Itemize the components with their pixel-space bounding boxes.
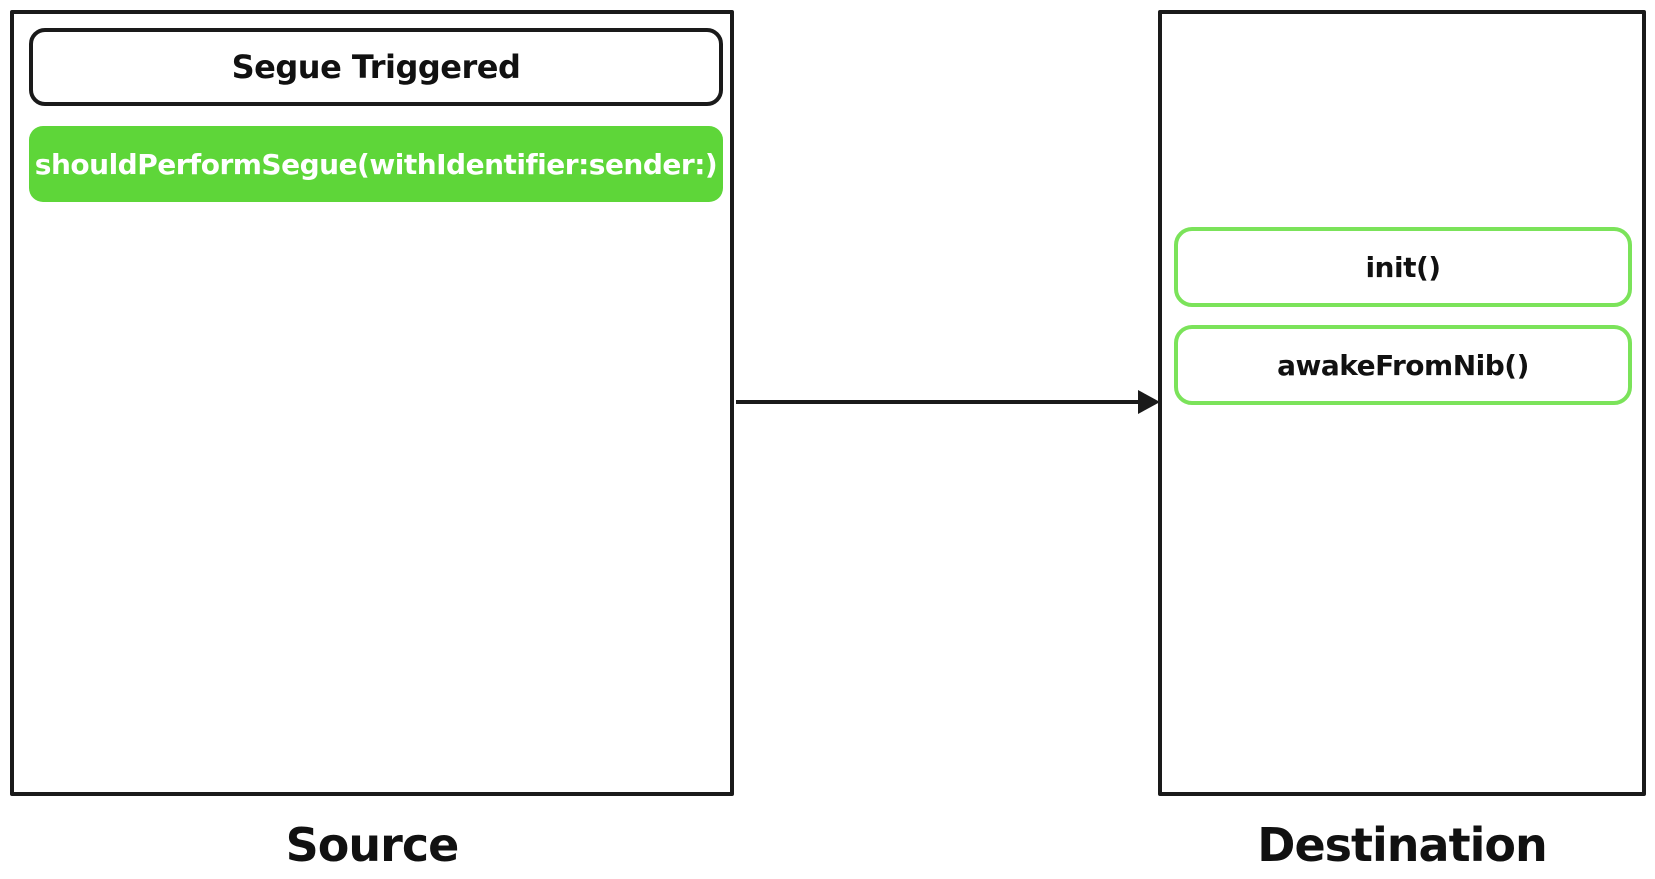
should-perform-segue-label: shouldPerformSegue(withIdentifier:sender… [34, 147, 718, 181]
segue-triggered-label: Segue Triggered [231, 48, 521, 86]
destination-panel: init() awakeFromNib() [1158, 10, 1646, 796]
should-perform-segue-box: shouldPerformSegue(withIdentifier:sender… [29, 126, 723, 202]
init-box: init() [1174, 227, 1632, 307]
destination-caption: Destination [1257, 818, 1547, 872]
awake-from-nib-label: awakeFromNib() [1277, 348, 1529, 382]
awake-from-nib-box: awakeFromNib() [1174, 325, 1632, 405]
segue-triggered-box: Segue Triggered [29, 28, 723, 106]
source-caption: Source [285, 818, 460, 872]
source-panel: Segue Triggered shouldPerformSegue(withI… [10, 10, 734, 796]
init-label: init() [1365, 250, 1441, 284]
segue-arrowhead [1138, 390, 1160, 414]
